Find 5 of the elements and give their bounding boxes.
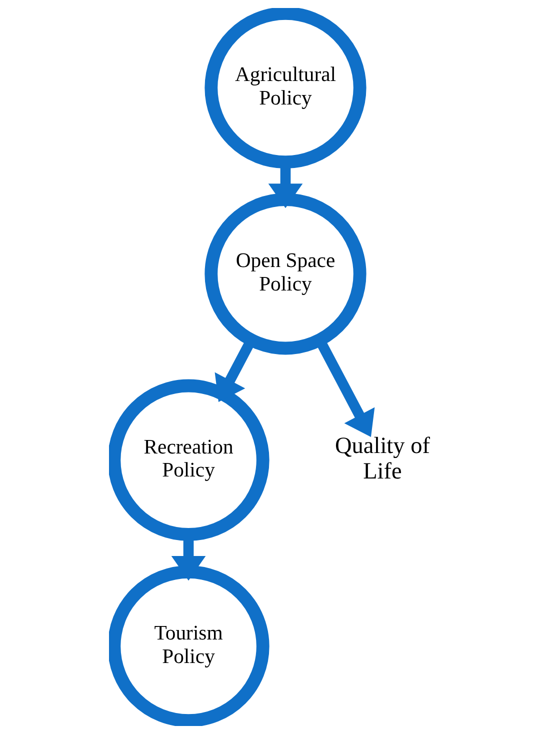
node-circle: Recreation Policy bbox=[109, 379, 270, 541]
node-circle: Open Space Policy bbox=[204, 193, 366, 355]
node-circle: Agricultural Policy bbox=[204, 8, 366, 169]
node-circle: Tourism Policy bbox=[109, 565, 270, 726]
node-text: Quality of Life bbox=[334, 432, 430, 485]
